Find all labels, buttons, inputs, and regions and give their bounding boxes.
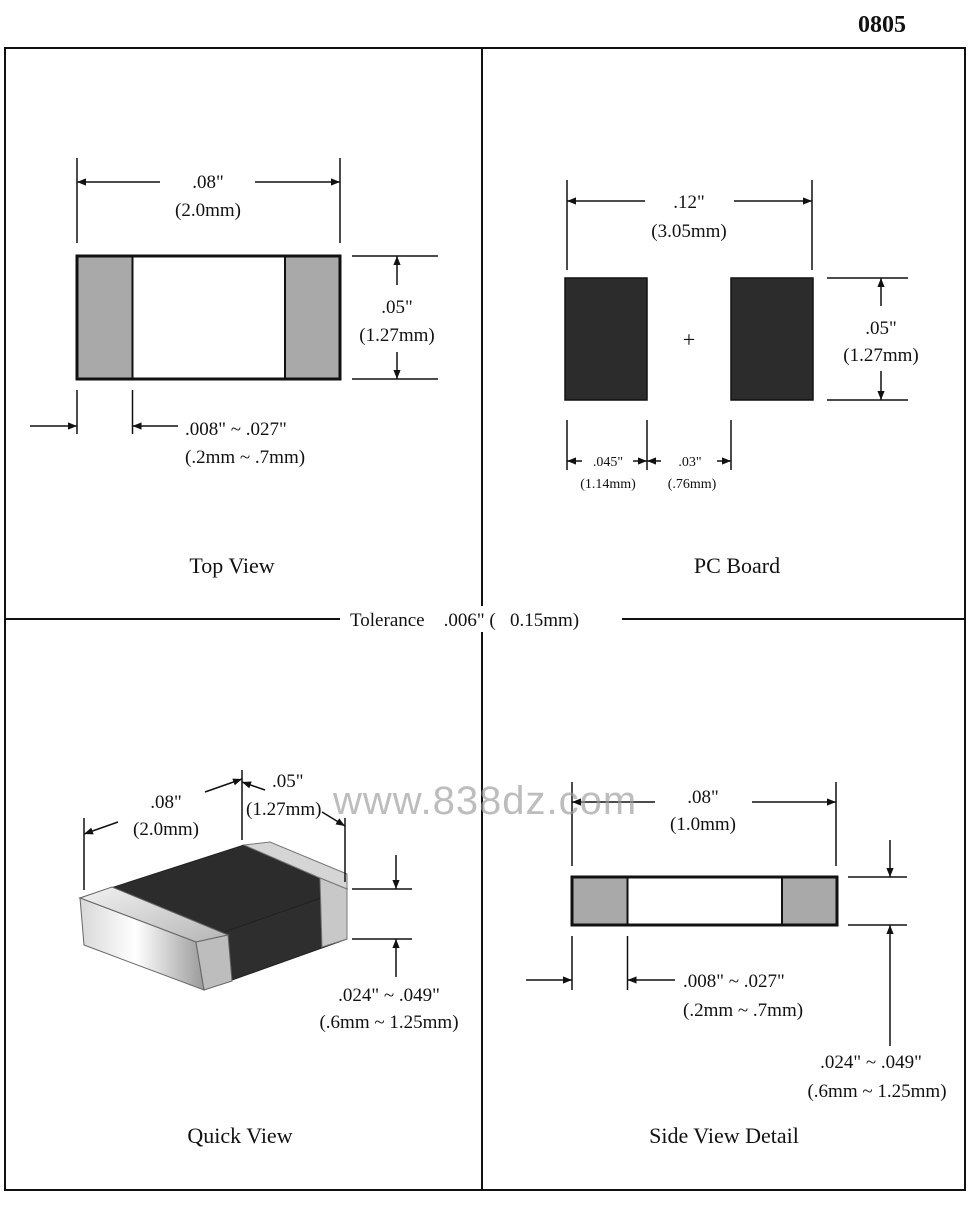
pcb-height-in: .05" bbox=[865, 318, 897, 339]
pcb-height-mm: (1.27mm) bbox=[843, 345, 918, 366]
tolerance-label: Tolerance .006" ( 0.15mm) bbox=[350, 610, 579, 631]
quick-width-mm: (1.27mm) bbox=[246, 799, 321, 820]
top-height-in: .05" bbox=[381, 297, 413, 318]
left-cap-front bbox=[195, 934, 233, 991]
quick-view: .08" (2.0mm) .05" (1.27mm) .024" ~ .049"… bbox=[78, 770, 459, 1148]
right-terminal bbox=[285, 257, 339, 378]
quick-view-caption: Quick View bbox=[187, 1123, 292, 1148]
right-cap-top bbox=[242, 841, 348, 890]
quick-thick-mm: (.6mm ~ 1.25mm) bbox=[319, 1012, 458, 1033]
top-term-in: .008" ~ .027" bbox=[185, 419, 287, 440]
pc-board-caption: PC Board bbox=[694, 553, 780, 578]
pc-board-view: + .12" (3.05mm) .05" (1.27mm) .045" (1.1… bbox=[564, 180, 919, 578]
tolerance-label-bg bbox=[344, 606, 620, 632]
watermark: www.838dz.com bbox=[332, 779, 637, 823]
side-length-in: .08" bbox=[687, 787, 719, 808]
top-height-mm: (1.27mm) bbox=[359, 325, 434, 346]
side-length-mm: (1.0mm) bbox=[670, 814, 736, 835]
top-width-mm: (2.0mm) bbox=[175, 200, 241, 221]
right-cap-front bbox=[319, 877, 348, 948]
side-thick-in: .024" ~ .049" bbox=[820, 1052, 922, 1073]
side-term-in: .008" ~ .027" bbox=[683, 971, 785, 992]
right-pad bbox=[730, 277, 814, 401]
side-right-terminal bbox=[782, 878, 836, 924]
pcb-pad-mm: (1.14mm) bbox=[580, 477, 636, 492]
pcb-gap-mm: (.76mm) bbox=[668, 477, 717, 492]
quick-width-in: .05" bbox=[272, 771, 304, 792]
quick-thick-in: .024" ~ .049" bbox=[338, 985, 440, 1006]
top-width-in: .08" bbox=[192, 172, 224, 193]
pcb-gap-in: .03" bbox=[678, 455, 701, 470]
quick-length-in: .08" bbox=[150, 792, 182, 813]
pcb-pad-in: .045" bbox=[593, 455, 623, 470]
quick-length-mm: (2.0mm) bbox=[133, 819, 199, 840]
top-view: .08" (2.0mm) .05" (1.27mm) .008" ~ .027"… bbox=[30, 158, 438, 578]
left-pad bbox=[564, 277, 648, 401]
left-terminal bbox=[78, 257, 133, 378]
page-title: 0805 bbox=[858, 12, 906, 38]
top-term-mm: (.2mm ~ .7mm) bbox=[185, 447, 305, 468]
side-view: .08" (1.0mm) .008" ~ .027" (.2mm ~ .7mm)… bbox=[526, 782, 947, 1148]
top-view-caption: Top View bbox=[189, 553, 274, 578]
pcb-width-mm: (3.05mm) bbox=[651, 221, 726, 242]
center-mark: + bbox=[683, 327, 695, 352]
side-view-caption: Side View Detail bbox=[649, 1123, 799, 1148]
pcb-width-in: .12" bbox=[673, 192, 705, 213]
side-left-terminal bbox=[573, 878, 628, 924]
side-thick-mm: (.6mm ~ 1.25mm) bbox=[807, 1081, 946, 1102]
side-term-mm: (.2mm ~ .7mm) bbox=[683, 1000, 803, 1021]
